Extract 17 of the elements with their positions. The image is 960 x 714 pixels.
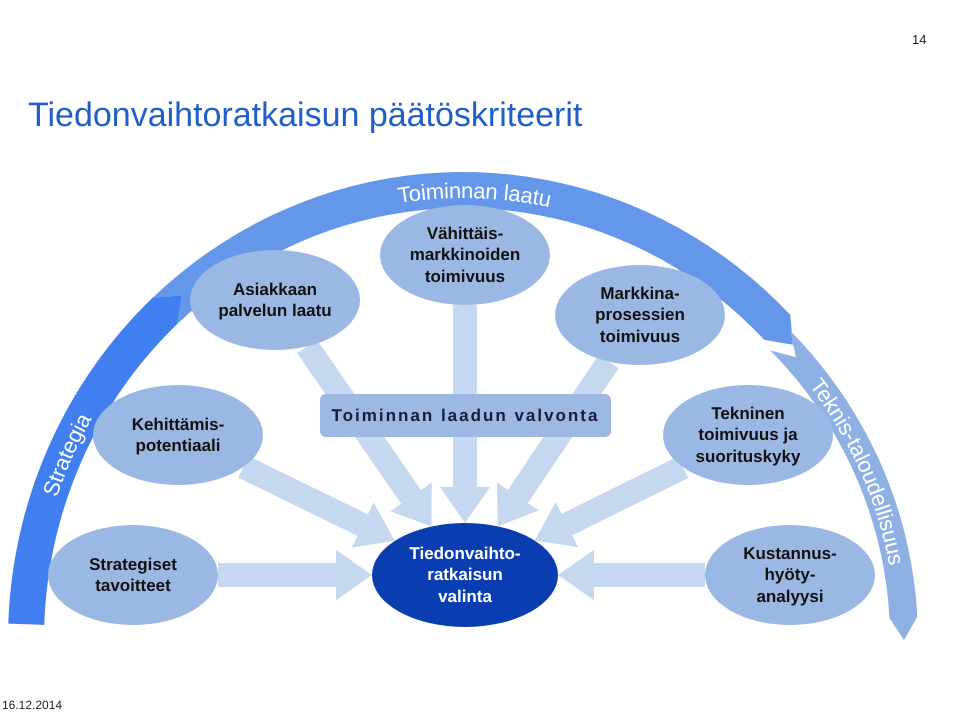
node-text: Vähittäis- markkinoiden toimivuus bbox=[408, 223, 522, 287]
title: Tiedonvaihtoratkaisun päätöskriteerit bbox=[28, 96, 582, 135]
block-arrow bbox=[218, 550, 372, 600]
node-text: Toiminnan laadun valvonta bbox=[332, 404, 600, 426]
node-text: Tekninen toimivuus ja suorituskyky bbox=[694, 403, 802, 467]
node-text: Asiakkaan palvelun laatu bbox=[217, 278, 333, 322]
node-text: Kehittämis- potentiaali bbox=[130, 414, 226, 456]
node-text: Markkina- prosessien toimivuus bbox=[594, 283, 686, 347]
band-label: Toiminnan laatu bbox=[396, 177, 554, 212]
page-number: 14 bbox=[912, 32, 926, 47]
node-text: Tiedonvaihto- ratkaisun valinta bbox=[408, 543, 522, 607]
node-text: Strategiset tavoitteet bbox=[88, 554, 178, 596]
block-arrow bbox=[238, 456, 395, 548]
process-box bbox=[320, 394, 611, 437]
block-arrow bbox=[534, 456, 688, 548]
date-label: 16.12.2014 bbox=[2, 698, 62, 712]
block-arrow bbox=[558, 550, 705, 600]
